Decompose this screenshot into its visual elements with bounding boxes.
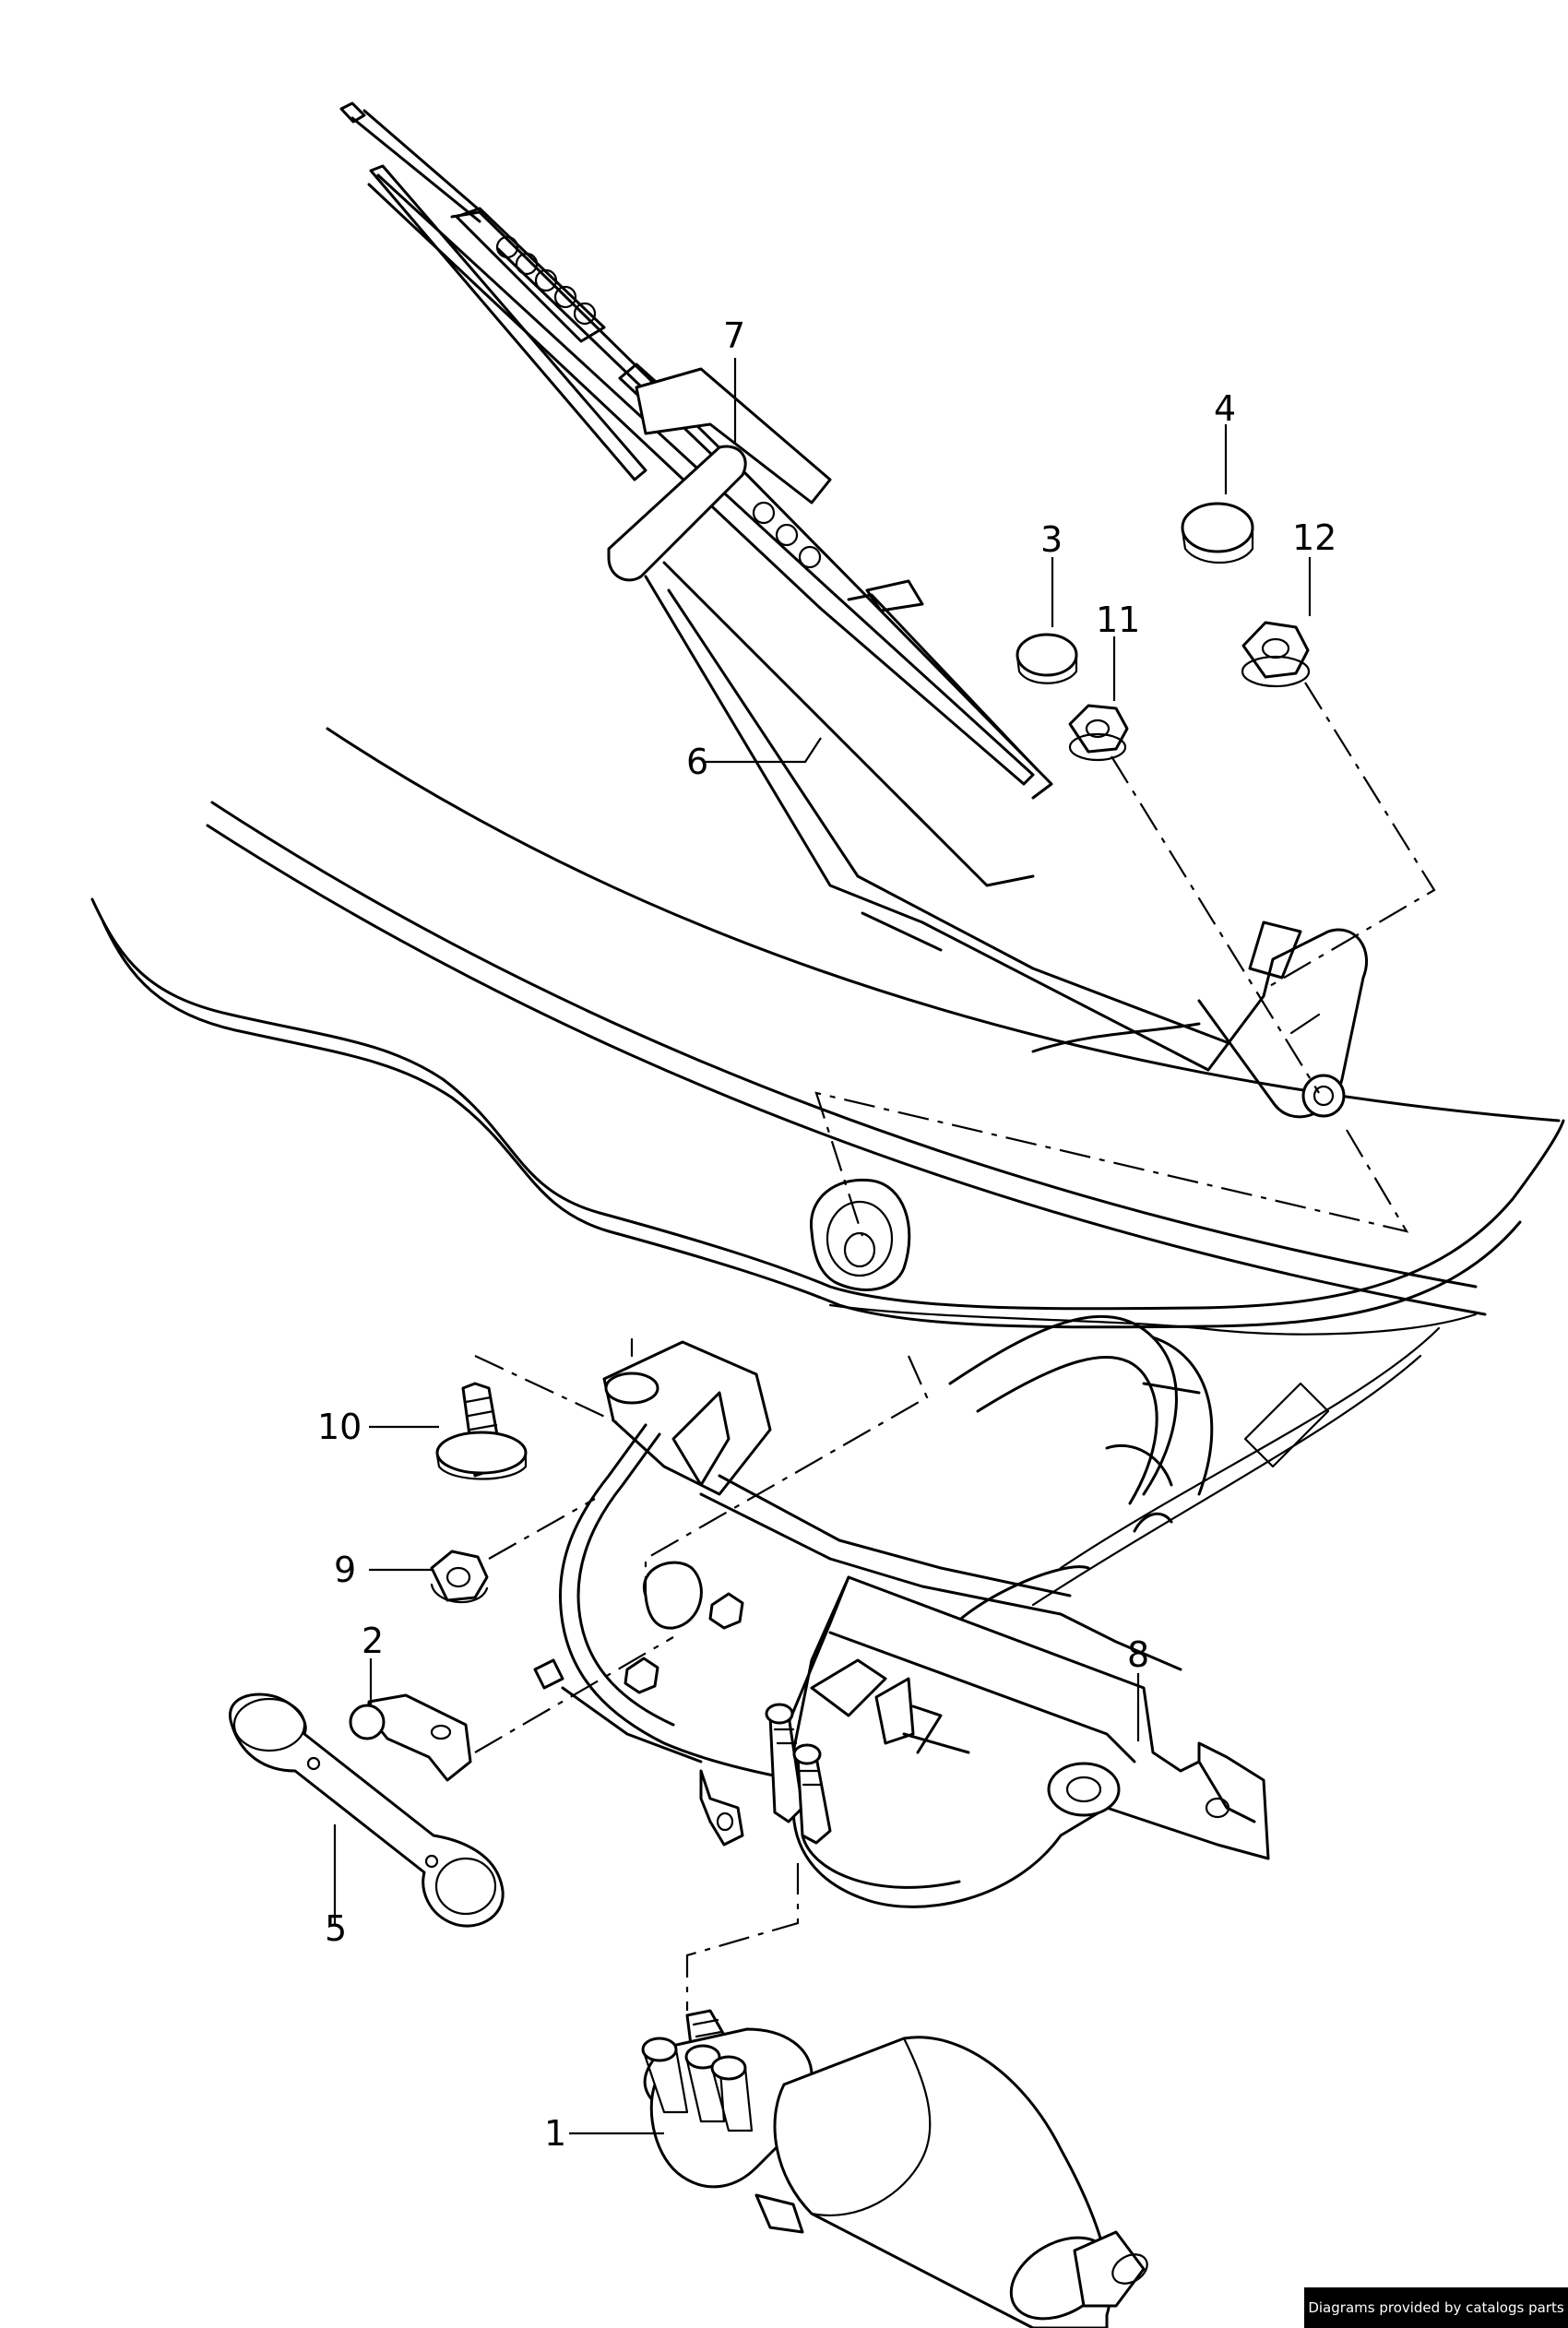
nut-12 (1241, 621, 1311, 688)
screw-10 (435, 1382, 528, 1480)
callout-7: 7 (723, 315, 745, 356)
cowl-panel-outline (90, 897, 1565, 1607)
callout-labels: 1 2 3 4 5 6 7 8 9 10 11 12 (317, 315, 1336, 2154)
callout-10: 10 (317, 1407, 362, 1447)
wiper-motor (641, 2009, 1148, 2328)
callout-12: 12 (1292, 517, 1336, 558)
callout-3: 3 (1040, 519, 1063, 560)
windshield-outline (206, 727, 1561, 1316)
ball-joint-bracket (349, 1693, 472, 1782)
callout-8: 8 (1127, 1634, 1149, 1675)
nut-11 (1068, 704, 1129, 762)
assembly-lines (474, 682, 1436, 2011)
motor-mount-housing (782, 1575, 1270, 1908)
credit-text: Diagrams provided by catalogs parts (1308, 2299, 1564, 2316)
callout-2: 2 (362, 1621, 384, 1661)
leader-lines (333, 358, 1312, 2135)
cowl-grommet (809, 1178, 911, 1291)
callout-4: 4 (1214, 388, 1236, 429)
callout-11: 11 (1096, 600, 1140, 640)
callout-9: 9 (334, 1550, 356, 1590)
callout-1: 1 (544, 2113, 566, 2154)
nut-9 (430, 1550, 489, 1603)
wiper-blade (455, 207, 1039, 887)
cap-3 (1016, 633, 1078, 684)
wiper-arm (339, 101, 1369, 1119)
drive-pivot-studs (765, 1703, 832, 1845)
callout-5: 5 (325, 1908, 347, 1949)
credit-banner: Diagrams provided by catalogs parts (1304, 2287, 1568, 2328)
cap-4 (1181, 502, 1254, 564)
crank-arm (229, 1693, 505, 1928)
callout-6: 6 (686, 742, 708, 782)
